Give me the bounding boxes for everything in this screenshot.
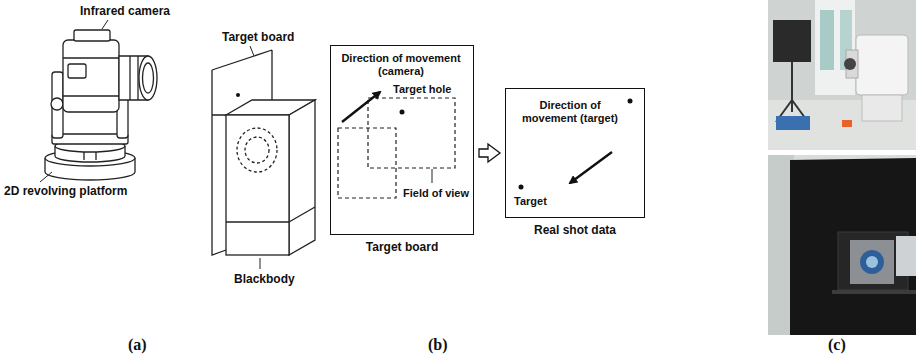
- leader-line: [432, 169, 433, 183]
- movement-arrow: [570, 152, 612, 183]
- photo-top: [773, 20, 811, 62]
- leader-line: [102, 20, 108, 29]
- camera-illustration: [129, 56, 130, 100]
- camera-illustration: [68, 64, 86, 78]
- target-hole-label: Target hole: [393, 83, 451, 96]
- blackbody-illustration: [226, 115, 289, 255]
- photo-top: [862, 95, 902, 121]
- target-dot: [400, 110, 405, 115]
- photo-top: [768, 0, 916, 150]
- panel-letter: (b): [428, 336, 448, 354]
- photo-bottom: [860, 250, 884, 274]
- photo-bottom: [768, 155, 916, 335]
- photo-top: [776, 116, 810, 130]
- blackbody-illustration: [226, 221, 289, 222]
- photo-top: [856, 35, 908, 95]
- photo-bottom: [866, 256, 878, 268]
- direction-note: Direction of movement (target): [514, 99, 626, 125]
- camera-illustration: [63, 95, 119, 96]
- blackbody-illustration: [245, 137, 269, 163]
- blackbody-illustration: [226, 93, 315, 255]
- blackbody-illustration: [236, 93, 240, 97]
- camera-illustration: [45, 30, 157, 180]
- target-dot: [400, 99, 633, 190]
- panel-letter: (c): [828, 336, 846, 354]
- target-label: Target: [514, 195, 547, 208]
- target-board-frame: Direction of movement (camera) Target hol…: [330, 45, 474, 235]
- photo-top: [842, 120, 852, 127]
- blackbody-illustration: [289, 100, 315, 255]
- photo-top: [791, 62, 793, 112]
- leader-line: [260, 258, 261, 269]
- field-of-view-label: Field of view: [403, 187, 469, 200]
- camera-illustration: [83, 152, 84, 160]
- leader-line: [250, 46, 254, 56]
- photo-bottom: [790, 158, 916, 335]
- photo-bottom: [896, 236, 916, 276]
- camera-illustration: [63, 57, 119, 58]
- panel-letter: (a): [128, 336, 147, 354]
- part-label: Blackbody: [234, 272, 295, 286]
- panel-caption: Target board: [301, 240, 503, 254]
- field-of-view: [368, 98, 455, 168]
- photo-top: [844, 58, 856, 70]
- part-label: Infrared camera: [80, 4, 170, 18]
- movement-arrow: [342, 92, 380, 122]
- part-label: 2D revolving platform: [4, 184, 127, 198]
- camera-illustration: [51, 98, 63, 110]
- blackbody-illustration: [237, 128, 277, 172]
- photo-bottom: [768, 155, 916, 335]
- photo-top: [768, 0, 916, 150]
- target-dot: [519, 185, 524, 190]
- transition-arrow: [479, 144, 500, 162]
- camera-illustration: [63, 40, 119, 112]
- field-of-view: [338, 98, 455, 198]
- photo-top: [820, 10, 834, 70]
- photo-bottom: [832, 290, 916, 294]
- photo-bottom: [850, 240, 894, 284]
- photo-top: [815, 0, 855, 95]
- camera-illustration: [143, 63, 154, 93]
- camera-illustration: [95, 152, 96, 160]
- camera-illustration: [139, 56, 157, 100]
- field-of-view: [338, 128, 396, 198]
- camera-illustration: [74, 30, 110, 41]
- direction-note: Direction of movement (camera): [339, 52, 463, 78]
- target-dot: [628, 99, 633, 104]
- real-shot-frame: Direction of movement (target)TargetReal…: [505, 88, 645, 218]
- leader-line: [40, 172, 52, 182]
- blackbody-illustration: [289, 207, 315, 222]
- camera-illustration: [52, 72, 63, 138]
- panel-caption: Real shot data: [476, 223, 674, 237]
- part-label: Target board: [222, 30, 294, 44]
